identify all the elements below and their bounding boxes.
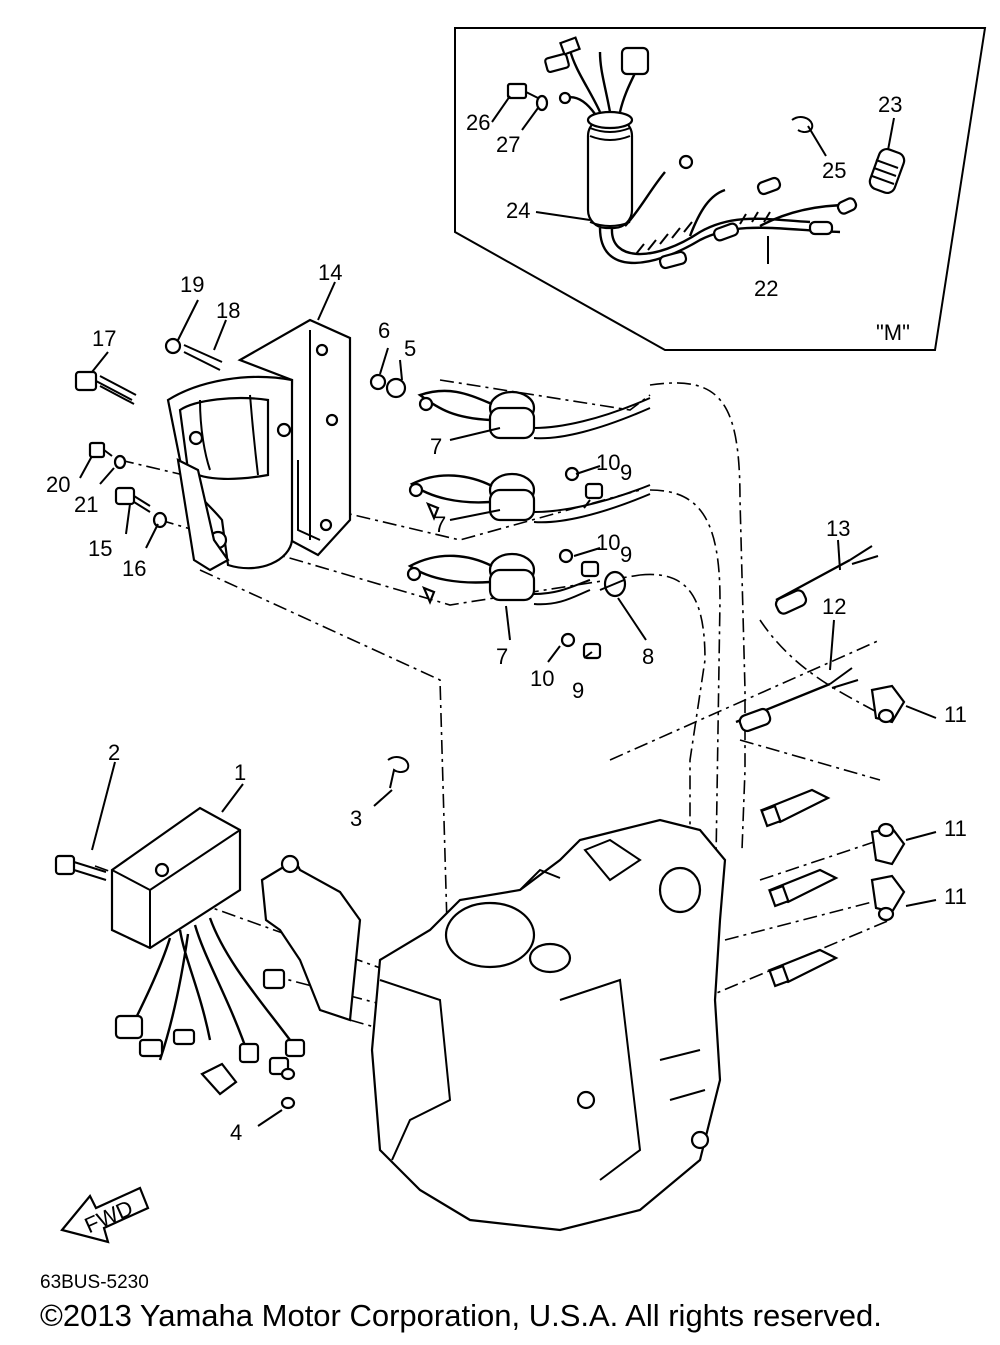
- callout-9-middle: 9: [620, 542, 632, 567]
- callout-1: 1: [234, 760, 246, 785]
- cdi-bracket: [260, 854, 362, 1022]
- callout-12: 12: [822, 594, 846, 619]
- part-14-coil-bracket: [166, 318, 352, 572]
- callout-labels: 1 2 3 4 5 6 7 7 7 8 9 9 9 10 10 10 11 11…: [46, 92, 967, 1145]
- callout-16: 16: [122, 556, 146, 581]
- left-fasteners: [74, 337, 223, 529]
- callout-10-top: 10: [596, 450, 620, 475]
- plug-leads: [735, 545, 906, 988]
- callout-6: 6: [378, 318, 390, 343]
- callout-7-bottom: 7: [496, 644, 508, 669]
- callout-11-bottom: 11: [944, 884, 967, 909]
- callout-9-top: 9: [620, 460, 632, 485]
- callout-2: 2: [108, 740, 120, 765]
- copyright-notice: ©2013 Yamaha Motor Corporation, U.S.A. A…: [40, 1298, 882, 1333]
- spark-plugs: [759, 788, 839, 988]
- callout-10-bottom: 10: [530, 666, 554, 691]
- fwd-arrow: FWD: [60, 1186, 150, 1244]
- callout-13: 13: [826, 516, 850, 541]
- callout-9-bottom: 9: [572, 678, 584, 703]
- coil-middle: [408, 472, 651, 524]
- coil-bottom: [406, 552, 591, 606]
- plug-caps: [870, 684, 906, 922]
- callout-11-top: 11: [944, 702, 967, 727]
- callout-18: 18: [216, 298, 240, 323]
- callout-7-top: 7: [430, 434, 442, 459]
- callout-5: 5: [404, 336, 416, 361]
- callout-21: 21: [74, 492, 98, 517]
- part-code: 63BUS-5230: [40, 1272, 149, 1293]
- small-clips: [280, 756, 410, 1110]
- callout-7-middle: 7: [434, 512, 446, 537]
- callout-3: 3: [350, 806, 362, 831]
- callout-26: 26: [466, 110, 490, 135]
- callout-8: 8: [642, 644, 654, 669]
- leader-lines: [79, 95, 937, 1127]
- inset-label-m: "M": [876, 320, 910, 345]
- callout-22: 22: [754, 276, 778, 301]
- callout-15: 15: [88, 536, 112, 561]
- callout-14: 14: [318, 260, 342, 285]
- callout-27: 27: [496, 132, 520, 157]
- part-1-cdi-unit: [54, 806, 306, 1096]
- ignition-coils: [369, 373, 651, 660]
- callout-17: 17: [92, 326, 116, 351]
- callout-24: 24: [506, 198, 530, 223]
- callout-10-middle: 10: [596, 530, 620, 555]
- callout-4: 4: [230, 1120, 242, 1145]
- callout-25: 25: [822, 158, 846, 183]
- callout-20: 20: [46, 472, 70, 497]
- callout-11-middle: 11: [944, 816, 967, 841]
- coil-top: [417, 389, 651, 440]
- callout-19: 19: [180, 272, 204, 297]
- inset-harness-detail: [454, 27, 987, 351]
- callout-23: 23: [878, 92, 902, 117]
- engine-block-outline: [370, 818, 727, 1232]
